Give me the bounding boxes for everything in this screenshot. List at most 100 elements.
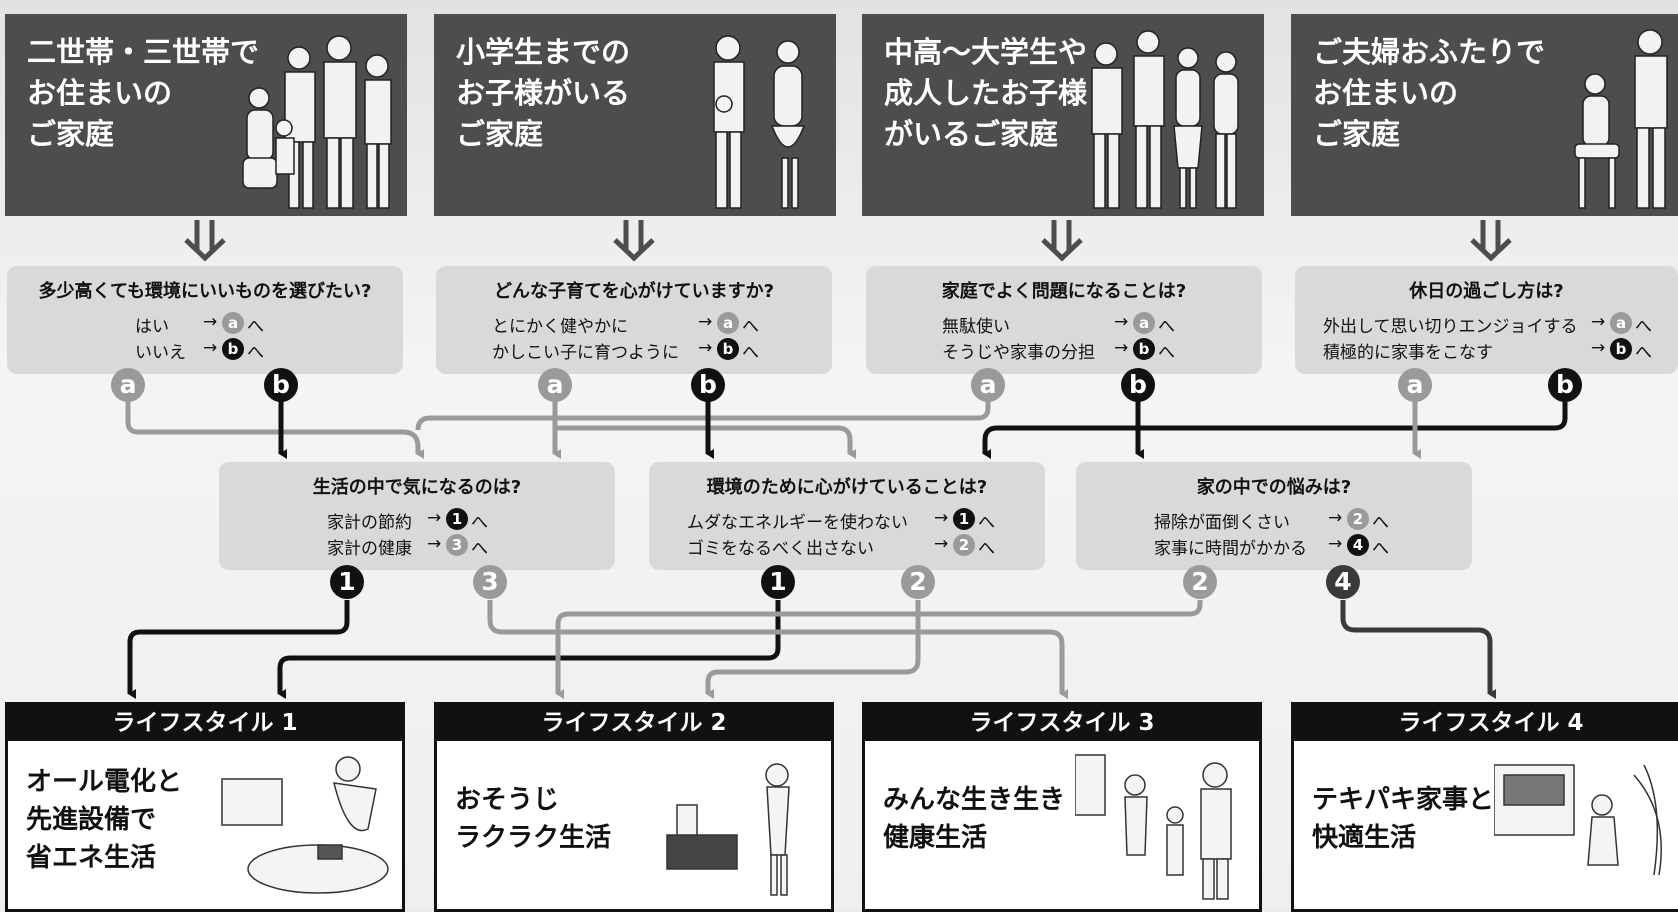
badge-a: a [1133, 312, 1155, 334]
family-title-line: 中高〜大学生や [884, 35, 1088, 69]
down-arrow-3 [1041, 220, 1083, 262]
node-1: 1 [761, 565, 795, 599]
family-panel-couple: ご夫婦おふたりで お住まいの ご家庭 [1291, 14, 1678, 216]
option-text: とにかく健やかに [492, 317, 628, 337]
family-panel-older-children: 中高〜大学生や 成人したお子様 がいるご家庭 [862, 14, 1264, 216]
lifestyle-card-4: ライフスタイル 4 テキパキ家事と 快適生活 [1291, 702, 1678, 912]
family-illustration [713, 35, 806, 209]
connector-n1-mid [277, 600, 781, 699]
family-illustration [1574, 29, 1668, 209]
family-title-line: ご家庭 [27, 117, 115, 151]
option-suffix: へ [1158, 343, 1175, 363]
connector-n1-left [127, 600, 350, 699]
badge-2: 2 [1347, 508, 1369, 530]
option-text: 積極的に家事をこなす [1323, 343, 1493, 363]
arrow-glyph: → [1328, 534, 1343, 554]
option-suffix: へ [742, 317, 759, 337]
option-suffix: へ [247, 317, 264, 337]
badge-a: a [222, 312, 244, 334]
connector-n2-mid [705, 600, 921, 699]
down-arrow-4 [1470, 220, 1512, 262]
question-box-4: 休日の過ごし方は? 外出して思い切りエンジョイする → a へ 積極的に家事をこ… [1295, 266, 1678, 374]
family-title-line: ご家庭 [456, 117, 544, 151]
lifestyle-title-line: 先進設備で [26, 805, 157, 835]
question-title: 家庭でよく問題になることは? [941, 281, 1187, 302]
badge-3: 3 [446, 534, 468, 556]
node-4: 4 [1326, 565, 1360, 599]
option-suffix: へ [247, 343, 264, 363]
arrow-glyph: → [427, 534, 442, 554]
badge-b: b [222, 338, 244, 360]
arrow-glyph: → [1114, 338, 1129, 358]
arrow-glyph: → [1328, 508, 1343, 528]
arrow-glyph: → [427, 508, 442, 528]
lifestyle-header: ライフスタイル 3 [865, 705, 1259, 741]
question-box-7: 家の中での悩みは? 掃除が面倒くさい → 2 へ 家事に時間がかかる → 4 へ [1076, 462, 1472, 570]
node-1: 1 [330, 565, 364, 599]
family-title-line: がいるご家庭 [884, 117, 1059, 151]
option-text: 家事に時間がかかる [1154, 539, 1307, 559]
option-text: はい [135, 317, 169, 337]
lifestyle-header: ライフスタイル 1 [8, 705, 402, 741]
question-box-3: 家庭でよく問題になることは? 無駄使い → a へ そうじや家事の分担 → b … [866, 266, 1262, 374]
option-suffix: へ [1635, 343, 1652, 363]
badge-b: b [1610, 338, 1632, 360]
connector-n2-right [555, 600, 1203, 699]
node-b: b [1121, 368, 1155, 402]
connector-n3 [487, 600, 1068, 699]
option-suffix: へ [978, 539, 995, 559]
family-title-line: 成人したお子様 [884, 76, 1088, 110]
question-title: 家の中での悩みは? [1196, 477, 1352, 498]
arrow-glyph: → [1591, 338, 1606, 358]
family-illustration [242, 35, 392, 209]
down-arrow-2 [613, 220, 655, 262]
family-panel-young-children: 小学生までの お子様がいる ご家庭 [434, 14, 836, 216]
badge-b: b [1133, 338, 1155, 360]
option-suffix: へ [1372, 539, 1389, 559]
option-suffix: へ [471, 539, 488, 559]
node-a: a [971, 368, 1005, 402]
family-title-line: お住まいの [27, 76, 173, 110]
option-suffix: へ [1372, 513, 1389, 533]
lifestyle-title-line: オール電化と [26, 767, 183, 797]
lifestyle-title-line: 省エネ生活 [26, 843, 157, 873]
option-text: 家計の節約 [327, 513, 412, 533]
badge-a: a [1610, 312, 1632, 334]
lifestyle-illustration [221, 756, 389, 894]
option-text: 外出して思い切りエンジョイする [1323, 317, 1578, 337]
arrow-glyph: → [698, 338, 713, 358]
option-suffix: へ [978, 513, 995, 533]
lifestyle-card-1: ライフスタイル 1 オール電化と 先進設備で 省エネ生活 [5, 702, 405, 912]
connector-q1-a [125, 398, 424, 459]
question-title: 休日の過ごし方は? [1409, 281, 1564, 302]
option-text: いいえ [135, 343, 186, 363]
connector-n4 [1340, 600, 1496, 699]
option-text: かしこい子に育つように [492, 343, 679, 363]
option-text: 家計の健康 [327, 539, 412, 559]
lifestyle-illustration [666, 763, 790, 896]
lifestyle-title-line: みんな生き生き [883, 785, 1066, 815]
option-suffix: へ [1635, 317, 1652, 337]
question-box-2: どんな子育てを心がけていますか? とにかく健やかに → a へ かしこい子に育つ… [436, 266, 832, 374]
lifestyle-title-line: ラクラク生活 [455, 823, 612, 853]
family-title-line: お住まいの [1313, 76, 1459, 110]
family-title-line: 二世帯・三世帯で [27, 35, 260, 69]
node-2: 2 [1183, 565, 1217, 599]
arrow-glyph: → [698, 312, 713, 332]
badge-1: 1 [953, 508, 975, 530]
question-box-5: 生活の中で気になるのは? 家計の節約 → 1 へ 家計の健康 → 3 へ [219, 462, 615, 570]
arrow-glyph: → [934, 508, 949, 528]
badge-b: b [717, 338, 739, 360]
lifestyle-header: ライフスタイル 2 [437, 705, 831, 741]
badge-2: 2 [953, 534, 975, 556]
arrow-glyph: → [1591, 312, 1606, 332]
question-title: 環境のために心がけていることは? [706, 477, 988, 498]
question-title: 多少高くても環境にいいものを選びたい? [38, 281, 372, 302]
lifestyle-illustration [1075, 754, 1232, 900]
node-b: b [1548, 368, 1582, 402]
lifestyle-title-line: 快適生活 [1312, 823, 1417, 853]
option-text: ゴミをなるべく出さない [687, 539, 874, 559]
option-suffix: へ [1158, 317, 1175, 337]
